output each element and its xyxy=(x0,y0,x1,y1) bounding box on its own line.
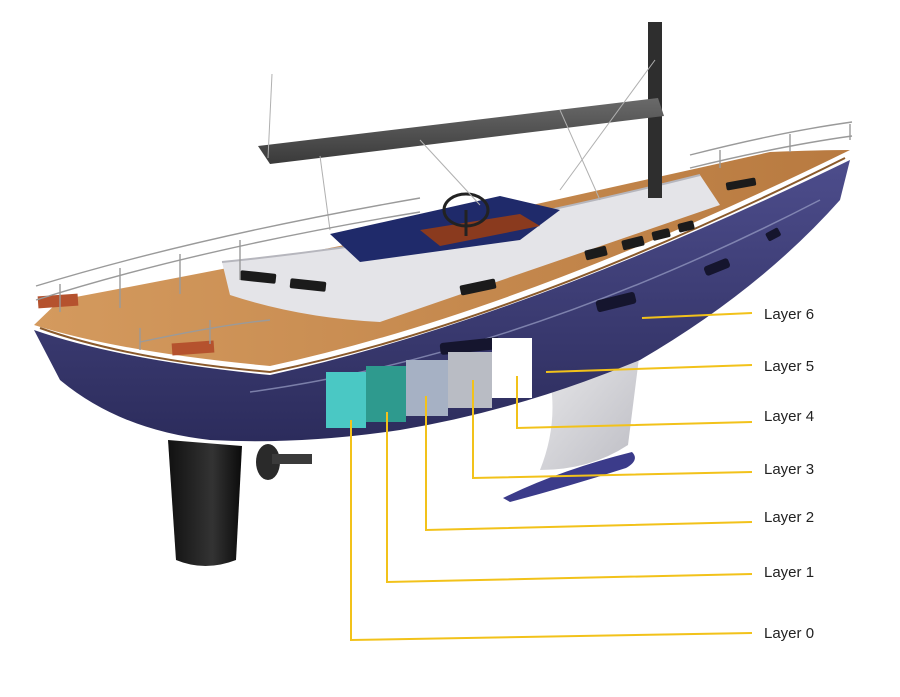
guardrails xyxy=(35,121,853,350)
layer-3-swatch xyxy=(448,352,492,408)
leader-lines xyxy=(350,312,753,642)
rigging xyxy=(267,59,656,231)
label-layer-3: Layer 3 xyxy=(764,461,814,478)
leader-layer-6 xyxy=(641,312,753,319)
layer-0-swatch xyxy=(326,372,366,428)
propeller xyxy=(256,444,312,480)
leader-layer-3 xyxy=(472,380,753,480)
keel xyxy=(168,440,242,566)
label-layer-4: Layer 4 xyxy=(764,408,814,425)
label-layer-0: Layer 0 xyxy=(764,625,814,642)
coachroof xyxy=(222,175,720,322)
label-layer-2: Layer 2 xyxy=(764,509,814,526)
leader-layer-4 xyxy=(516,376,753,430)
leader-layer-0 xyxy=(350,420,753,642)
leader-layer-2 xyxy=(425,396,753,532)
leader-layer-1 xyxy=(386,412,753,584)
label-layer-5: Layer 5 xyxy=(764,358,814,375)
leader-layer-5 xyxy=(545,364,753,373)
label-layer-6: Layer 6 xyxy=(764,306,814,323)
layer-labels: Layer 6 Layer 5 Layer 4 Layer 3 Layer 2 … xyxy=(764,306,814,642)
label-layer-1: Layer 1 xyxy=(764,564,814,581)
layer-4-swatch xyxy=(492,338,532,398)
